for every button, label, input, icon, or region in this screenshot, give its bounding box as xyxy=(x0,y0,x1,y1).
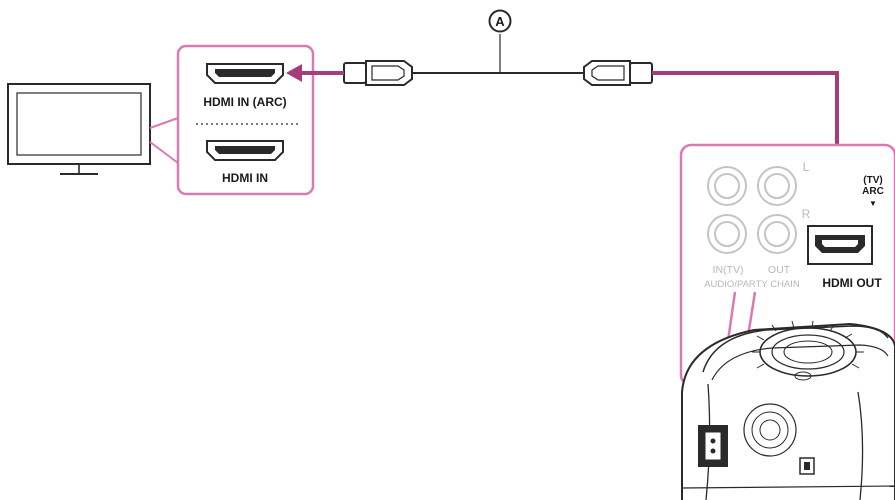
hdmi-port-label: HDMI IN xyxy=(222,171,268,185)
arc-tv-label: (TV) xyxy=(863,175,882,186)
in-tv-label: IN(TV) xyxy=(713,264,744,276)
connection-arrow-to-tv xyxy=(286,64,344,82)
cable-marker: A xyxy=(488,9,512,33)
arc-arrow-icon: ▼ xyxy=(869,199,877,208)
speaker-system-icon xyxy=(681,320,895,500)
hdmi-arc-port-label: HDMI IN (ARC) xyxy=(203,95,286,109)
hdmi-out-port-icon xyxy=(807,225,873,265)
arc-label: ARC xyxy=(862,186,884,197)
hdmi-arc-port-icon xyxy=(206,63,284,84)
tv-icon xyxy=(7,83,151,175)
hdmi-plug-right-icon xyxy=(583,60,653,86)
rca-jack-icon xyxy=(707,166,797,254)
tv-callout-connector xyxy=(149,117,179,164)
hdmi-plug-left-icon xyxy=(343,60,413,86)
tv-hdmi-panel: HDMI IN (ARC) HDMI IN xyxy=(176,44,315,196)
channel-left-label: L xyxy=(803,160,810,174)
cable-marker-label: A xyxy=(495,14,505,29)
out-label: OUT xyxy=(768,264,791,276)
hdmi-port-icon xyxy=(206,140,284,161)
hdmi-out-label: HDMI OUT xyxy=(822,276,882,290)
audio-party-chain-label: AUDIO/PARTY CHAIN xyxy=(704,279,800,290)
channel-right-label: R xyxy=(802,207,811,221)
hdmi-cable xyxy=(412,34,584,74)
